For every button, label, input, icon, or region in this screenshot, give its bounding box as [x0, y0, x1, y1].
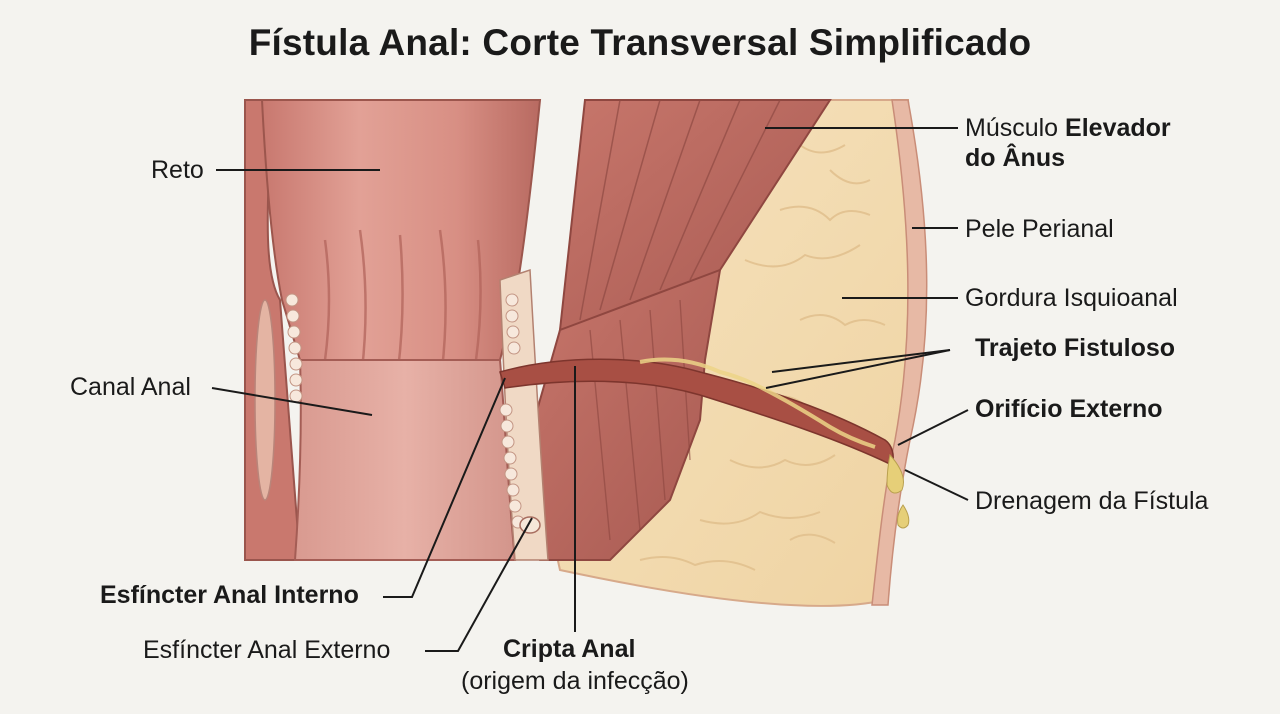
label-cripta-anal: Cripta Anal — [503, 635, 636, 663]
leader-esf-interno — [383, 377, 506, 598]
leader-canal-anal — [211, 387, 373, 416]
perianal-skin — [871, 99, 928, 606]
label-cripta-subtitle: (origem da infecção) — [461, 667, 689, 695]
label-musculo-prefix: Músculo — [965, 114, 1059, 142]
label-trajeto-fistuloso: Trajeto Fistuloso — [975, 334, 1176, 362]
leader-esf-externo — [425, 517, 533, 652]
left-sphincter-section — [254, 299, 276, 501]
fistula-pus — [639, 357, 876, 449]
label-musculo-bold-1: Elevador — [1065, 114, 1171, 142]
label-pele-perianal: Pele Perianal — [965, 215, 1114, 243]
label-gordura-isquioanal: Gordura Isquioanal — [965, 284, 1178, 312]
levator-fibers — [579, 99, 781, 321]
label-orificio-externo: Orifício Externo — [975, 395, 1163, 423]
drainage-drops — [886, 453, 910, 529]
label-musculo-bold-2: do Ânus — [965, 144, 1065, 172]
leader-trajeto-1 — [771, 349, 951, 373]
left-wall-cells — [285, 293, 303, 403]
leader-drenagem — [904, 469, 969, 501]
leader-lines — [211, 127, 969, 652]
label-drenagem: Drenagem da Fístula — [975, 487, 1209, 515]
label-esfincter-interno: Esfíncter Anal Interno — [100, 581, 359, 609]
anal-canal — [293, 359, 517, 561]
label-musculo-elevador: Músculo Elevador — [965, 113, 1171, 143]
rectal-folds — [323, 229, 482, 371]
page-title: Fístula Anal: Corte Transversal Simplifi… — [248, 22, 1032, 63]
anal-crypt — [519, 516, 541, 534]
label-reto: Reto — [151, 156, 204, 184]
leader-trajeto-2 — [765, 349, 951, 389]
leader-orificio — [897, 409, 969, 446]
fistula-tract — [499, 358, 894, 467]
label-esfincter-externo: Esfíncter Anal Externo — [143, 636, 391, 664]
label-canal-anal: Canal Anal — [70, 373, 191, 401]
